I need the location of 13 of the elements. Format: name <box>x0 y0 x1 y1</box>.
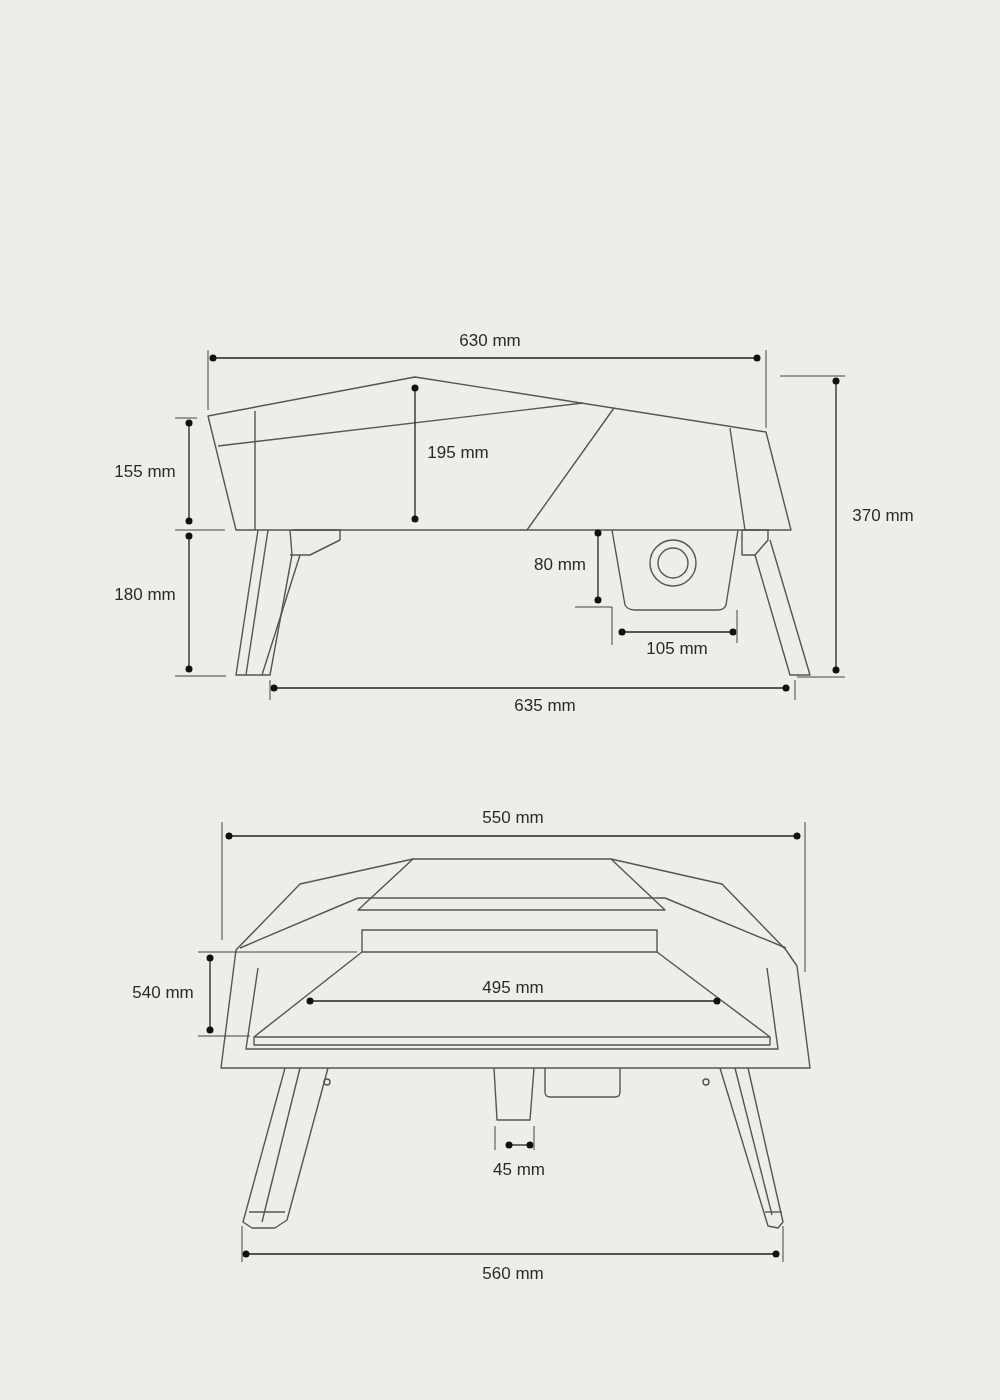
dimension-label: 180 mm <box>114 585 176 605</box>
dimension-label: 540 mm <box>132 983 194 1003</box>
dimension-label: 370 mm <box>852 506 914 526</box>
dimension-label: 80 mm <box>534 555 586 575</box>
dimension-label: 630 mm <box>459 331 521 351</box>
dimension-label: 635 mm <box>514 696 576 716</box>
dimension-label: 550 mm <box>482 808 544 828</box>
dimension-label: 195 mm <box>427 443 489 463</box>
dimension-label: 105 mm <box>646 639 708 659</box>
dimension-label: 495 mm <box>482 978 544 998</box>
dimension-label: 560 mm <box>482 1264 544 1284</box>
dimension-label: 155 mm <box>114 462 176 482</box>
dimension-label: 45 mm <box>493 1160 545 1180</box>
